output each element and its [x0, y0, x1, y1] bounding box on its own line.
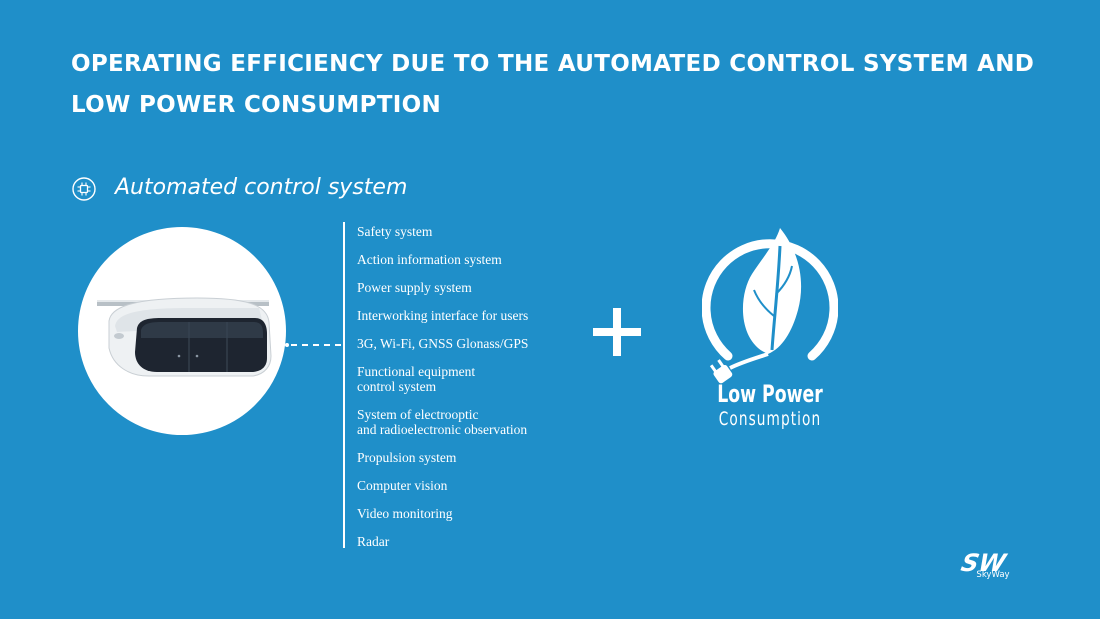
- page-title: OPERATING EFFICIENCY DUE TO THE AUTOMATE…: [71, 51, 1035, 118]
- feature-text: Video monitoring: [357, 506, 453, 521]
- skyway-logo: SW: [959, 548, 1010, 577]
- feature-item: Power supply system: [357, 280, 597, 295]
- feature-text: Safety system: [357, 224, 433, 239]
- feature-item: Radar: [357, 534, 597, 549]
- feature-text: Propulsion system: [357, 450, 457, 465]
- pod-connector: [285, 343, 344, 347]
- logo-wordmark: SkyWay: [976, 570, 1010, 580]
- feature-item: Computer vision: [357, 478, 597, 493]
- feature-text: Radar: [357, 534, 390, 549]
- feature-text: control system: [357, 379, 437, 394]
- feature-item: Propulsion system: [357, 450, 597, 465]
- feature-item: Action information system: [357, 252, 597, 267]
- low-power-line2: Consumption: [718, 408, 822, 430]
- feature-text: 3G, Wi-Fi, GNSS Glonass/GPS: [357, 336, 529, 351]
- feature-text: Interworking interface for users: [357, 308, 529, 323]
- feature-item: Video monitoring: [357, 506, 597, 521]
- logo-mark: SW: [959, 548, 1010, 577]
- unibike-pod-illustration: [78, 227, 286, 435]
- feature-item: 3G, Wi-Fi, GNSS Glonass/GPS: [357, 336, 597, 351]
- feature-text: Functional equipment: [357, 364, 476, 379]
- feature-text: Computer vision: [357, 478, 448, 493]
- feature-text: Action information system: [357, 252, 502, 267]
- section-label: Automated control system: [115, 175, 408, 200]
- low-power-label: Low Power Consumption: [670, 380, 870, 430]
- feature-text: and radioelectronic observation: [357, 422, 528, 437]
- leaf-plug-icon: [702, 228, 838, 384]
- chip-icon: [72, 177, 96, 201]
- feature-item: Safety system: [357, 224, 597, 239]
- feature-text: Power supply system: [357, 280, 472, 295]
- feature-item: Interworking interface for users: [357, 308, 597, 323]
- low-power-line1: Low Power: [717, 380, 823, 408]
- feature-text: System of electrooptic: [357, 407, 479, 422]
- plus-icon: [593, 308, 641, 356]
- feature-list-divider: [343, 222, 345, 548]
